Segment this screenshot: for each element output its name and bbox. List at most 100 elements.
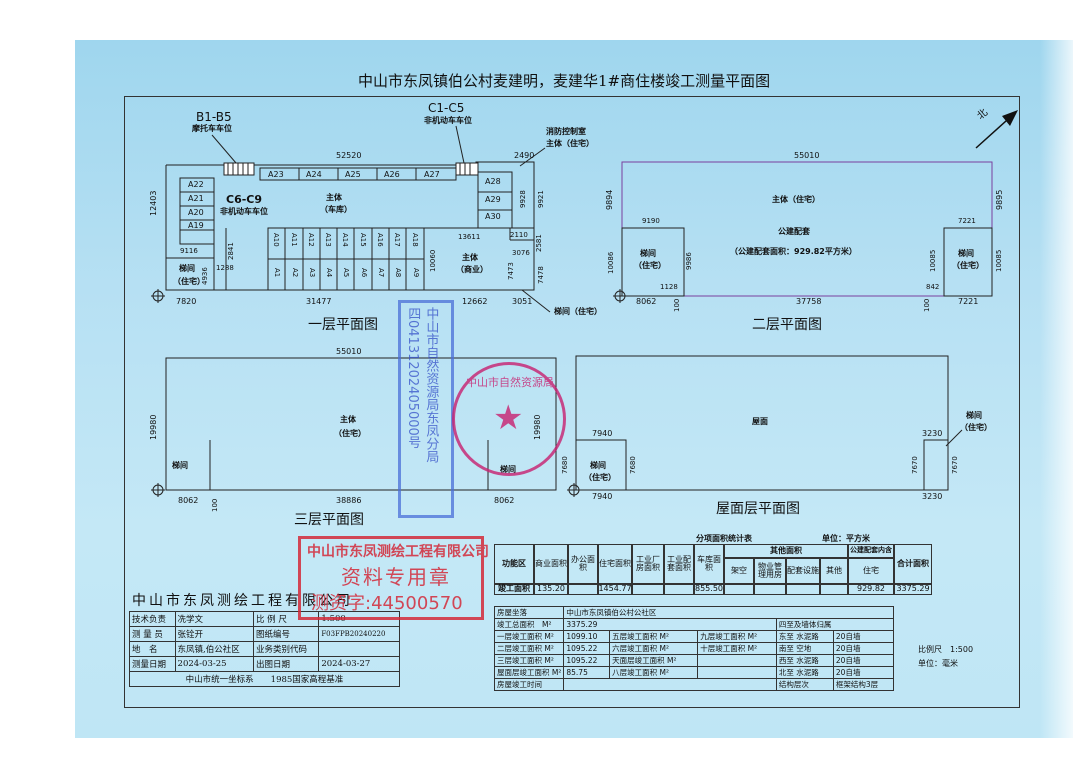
val-factory-support	[664, 584, 694, 595]
dim-31477: 31477	[306, 297, 332, 306]
row2-l2: 天面层竣工面积 M²	[609, 654, 699, 667]
space-A26: A26	[384, 170, 400, 179]
roof-dim-7670-left: 7670	[911, 456, 919, 474]
space-A10: A10	[272, 233, 280, 247]
row-completed: 竣工面积	[494, 584, 534, 595]
company-name: 中山市东凤测绘工程有限公司	[132, 593, 353, 609]
roof-dim-7680-right: 7680	[629, 456, 637, 474]
col-functional-zone: 功能区	[494, 544, 534, 584]
space-A2: A2	[291, 268, 299, 278]
roof-stair-sub: （住宅）	[584, 473, 616, 482]
row1-road: 空地	[796, 644, 812, 653]
floor3-dim-8062a: 8062	[178, 496, 199, 505]
shop-label: 主体	[462, 253, 478, 262]
roof-dim-7940-bottom: 7940	[592, 492, 613, 501]
red-rect-line3: 测资字:44500570	[311, 593, 463, 614]
row2-l1: 三层竣工面积 M²	[493, 654, 565, 667]
space-A11: A11	[290, 233, 298, 247]
drawing-title: 中山市东凤镇伯公村麦建明，麦建华1#商住楼竣工测量平面图	[358, 72, 771, 90]
val-elevated	[724, 584, 754, 595]
col-office: 办公面积	[568, 544, 598, 584]
val-office	[568, 584, 598, 595]
row3-l2: 八层竣工面积 M²	[609, 666, 699, 679]
col-property-mgmt: 物业管理用房	[754, 558, 786, 584]
row1-dir-text: 南至	[778, 644, 794, 653]
row3-road: 水泥路	[796, 668, 819, 677]
row3-dir: 北至 水泥路	[775, 666, 834, 679]
floor3-dim-38886: 38886	[336, 496, 362, 505]
tech-lead-value: 冼学文	[174, 611, 254, 627]
other-area-header: 其他面积	[724, 544, 848, 558]
space-A20: A20	[188, 208, 204, 217]
space-A6: A6	[360, 268, 368, 278]
fire-room-sub: 主体（住宅）	[546, 139, 594, 148]
drawing-no-value: F03FPB20240220	[318, 626, 400, 642]
dim-9190: 9190	[642, 217, 660, 225]
roof-caption: 屋面层平面图	[716, 501, 800, 517]
floor2-stair-left: 梯间	[640, 249, 656, 258]
row0-dir-text: 东至	[778, 632, 794, 641]
floor3-stair-left: 梯间	[172, 461, 188, 470]
red-rect-line1: 中山市东凤测绘工程有限公司	[307, 544, 489, 560]
col-total-visible: 合计面积	[894, 544, 932, 584]
val-factory	[632, 584, 664, 595]
struct-label: 结构层次	[775, 678, 834, 691]
floor2-main-label: 主体（住宅）	[772, 195, 820, 204]
pub-header: 公建配套内含	[848, 544, 894, 558]
val-garage: 855.50	[694, 584, 724, 595]
garage-sub: （车库）	[320, 205, 352, 214]
site-label: 房屋坐落	[493, 606, 565, 619]
floor1-stair-label: 梯间	[179, 264, 195, 273]
floor3-main-label: 主体	[340, 415, 356, 424]
north-arrow-icon	[975, 110, 1018, 149]
floor2-stair-right: 梯间	[958, 249, 974, 258]
floor3-caption: 三层平面图	[294, 512, 364, 528]
space-A27: A27	[424, 170, 440, 179]
fire-control-room: 消防控制室	[546, 127, 586, 136]
space-A7: A7	[377, 268, 385, 278]
floor2-caption: 二层平面图	[752, 317, 822, 333]
space-A24: A24	[306, 170, 322, 179]
company-info-table: 技术负责 冼学文 比 例 尺 1:500 测 量 员 张铨开 图纸编号 F03F…	[129, 611, 400, 687]
row2-dir: 西至 水泥路	[775, 654, 834, 667]
scale-note: 比例尺 1:500	[918, 645, 974, 654]
red-rect-line2: 资料专用章	[341, 565, 451, 589]
floor2-dim-37758: 37758	[796, 297, 822, 306]
row0-dir: 东至 水泥路	[775, 630, 834, 643]
row3-wall: 20自墙	[832, 666, 895, 679]
row2-v1: 1095.22	[563, 654, 611, 667]
red-circle-stamp: ★ 中山市自然资源局	[452, 362, 566, 476]
row1-l3: 十层竣工面积 M²	[697, 642, 777, 655]
blue-stamp: 中山市自然资源局东凤分局 四04131202405000号	[398, 300, 454, 518]
c6-parking-sub: 非机动车车位	[220, 207, 268, 216]
row0-l3: 九层竣工面积 M²	[697, 630, 777, 643]
b-parking-sub: 摩托车车位	[192, 124, 232, 133]
unit-note: 单位：毫米	[918, 659, 958, 668]
row1-dir: 南至 空地	[775, 642, 834, 655]
row0-l1: 一层竣工面积 M²	[493, 630, 565, 643]
space-A15: A15	[359, 233, 367, 247]
col-commercial: 商业面积	[534, 544, 568, 584]
surveyor-label: 测 量 员	[129, 626, 176, 642]
space-A19: A19	[188, 221, 204, 230]
space-A12: A12	[307, 233, 315, 247]
roof-dim-3230-top: 3230	[922, 429, 943, 438]
val-commercial: 135.20	[534, 584, 568, 595]
col-factory: 工业厂房面积	[632, 544, 664, 584]
space-A23: A23	[268, 170, 284, 179]
space-A1: A1	[273, 268, 281, 278]
shop-sub: （商业）	[456, 265, 488, 274]
space-A17: A17	[393, 233, 401, 247]
space-A22: A22	[188, 180, 204, 189]
floor3-top-dim: 55010	[336, 347, 362, 356]
row0-wall: 20自墙	[832, 630, 895, 643]
area-stats-table: 分项面积统计表 单位：平方米 功能区 商业面积 办公面积 住宅面积 工业厂房面积…	[494, 535, 894, 595]
dim-7820: 7820	[176, 297, 197, 306]
drawing-no-label: 图纸编号	[252, 626, 320, 642]
row1-l1: 二层竣工面积 M²	[493, 642, 565, 655]
roof-dim-7940-top: 7940	[592, 429, 613, 438]
floor2-stair-right-sub: （住宅）	[952, 261, 984, 270]
b-parking-label: B1-B5	[196, 110, 232, 124]
